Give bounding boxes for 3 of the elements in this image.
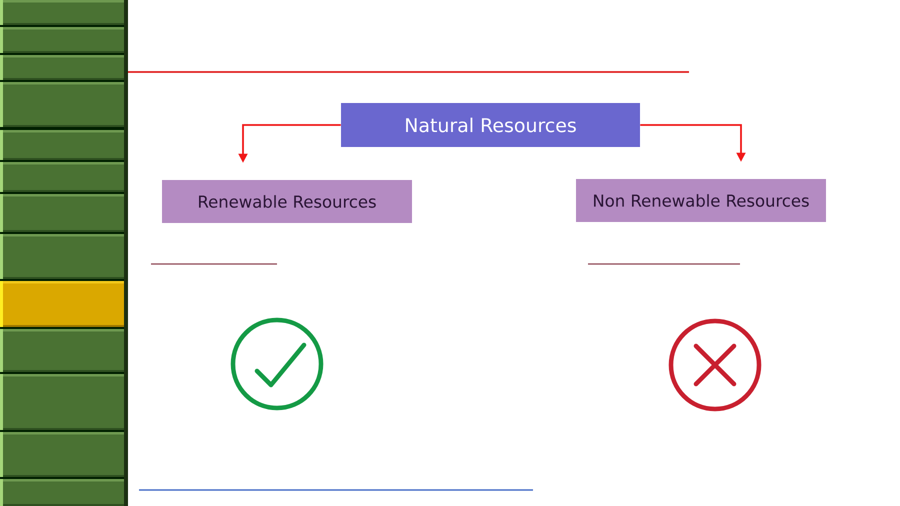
category-box: Non Renewable Resources [576, 179, 826, 222]
title-box: Natural Resources [341, 103, 640, 147]
category-box: Renewable Resources [162, 180, 412, 223]
